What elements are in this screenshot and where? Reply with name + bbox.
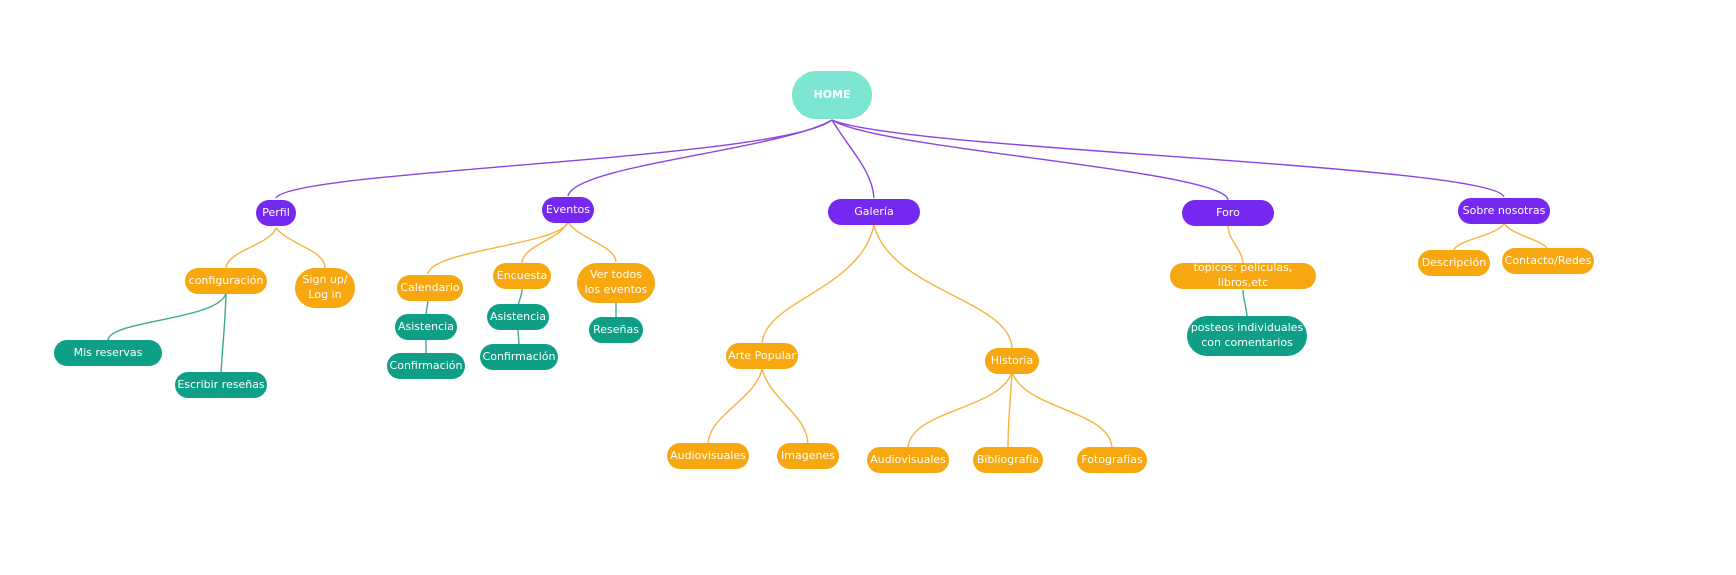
edge-eventos-calendario xyxy=(427,221,569,275)
node-mis-reservas[interactable]: Mis reservas xyxy=(54,340,162,366)
node-asistencia-encuesta[interactable]: Asistencia xyxy=(487,304,549,330)
node-sobre-nosotras[interactable]: Sobre nosotras xyxy=(1458,198,1550,224)
node-home[interactable]: HOME xyxy=(792,71,872,119)
edge-home-foro xyxy=(831,119,1229,201)
node-configuracion[interactable]: configuración xyxy=(185,268,267,294)
edge-home-sobre xyxy=(831,119,1505,198)
edge-arte-audiovisuales xyxy=(707,368,763,446)
edge-historia-fotografias xyxy=(1011,371,1113,449)
edge-perfil-signup xyxy=(275,227,326,269)
node-bibliografia[interactable]: Bibliografía xyxy=(973,447,1043,473)
node-galeria[interactable]: Galería xyxy=(828,199,920,225)
edge-home-galeria xyxy=(831,119,875,199)
node-confirmacion-encuesta[interactable]: Confirmación xyxy=(480,344,558,370)
node-posteos[interactable]: posteos individuales con comentarios xyxy=(1187,316,1307,356)
edge-arte-imagenes xyxy=(761,368,809,446)
edge-historia-audiovisuales xyxy=(907,371,1013,449)
node-asistencia-calendario[interactable]: Asistencia xyxy=(395,314,457,340)
edge-topicos-posteos xyxy=(1242,289,1248,319)
node-descripcion[interactable]: Descripción xyxy=(1418,250,1490,276)
node-ver-todos-eventos[interactable]: Ver todos los eventos xyxy=(577,263,655,303)
edge-historia-bibliografia xyxy=(1007,371,1013,449)
node-imagenes[interactable]: Imagenes xyxy=(777,443,839,469)
node-resenas[interactable]: Reseñas xyxy=(589,317,643,343)
node-audiovisuales-arte[interactable]: Audiovisuales xyxy=(667,443,749,469)
edge-eventos-encuesta xyxy=(521,221,569,264)
edge-galeria-arte xyxy=(761,224,875,345)
edge-eventos-vertodos xyxy=(567,221,617,263)
node-encuesta[interactable]: Encuesta xyxy=(493,263,551,289)
node-confirmacion-calendario[interactable]: Confirmación xyxy=(387,353,465,379)
edge-home-perfil xyxy=(275,119,833,199)
node-perfil[interactable]: Perfil xyxy=(256,200,296,226)
node-calendario[interactable]: Calendario xyxy=(397,275,463,301)
edge-galeria-historia xyxy=(873,224,1013,349)
node-foro[interactable]: Foro xyxy=(1182,200,1274,226)
edge-config-escribir xyxy=(220,292,227,375)
node-fotografias[interactable]: Fotografías xyxy=(1077,447,1147,473)
node-escribir-resenas[interactable]: Escribir reseñas xyxy=(175,372,267,398)
node-contacto-redes[interactable]: Contacto/Redes xyxy=(1502,248,1594,274)
edge-sobre-descripcion xyxy=(1453,222,1505,251)
node-arte-popular[interactable]: Arte Popular xyxy=(726,343,798,369)
edge-foro-topicos xyxy=(1227,225,1244,265)
node-topicos[interactable]: topicos: peliculas, libros,etc xyxy=(1170,261,1316,289)
node-audiovisuales-historia[interactable]: Audiovisuales xyxy=(867,447,949,473)
node-historia[interactable]: Historia xyxy=(985,348,1039,374)
edge-sobre-contacto xyxy=(1503,222,1549,251)
edge-config-misreservas xyxy=(107,292,227,341)
node-eventos[interactable]: Eventos xyxy=(542,197,594,223)
edge-perfil-config xyxy=(225,227,277,269)
node-signup[interactable]: Sign up/ Log in xyxy=(295,268,355,308)
edge-home-eventos xyxy=(567,119,833,197)
